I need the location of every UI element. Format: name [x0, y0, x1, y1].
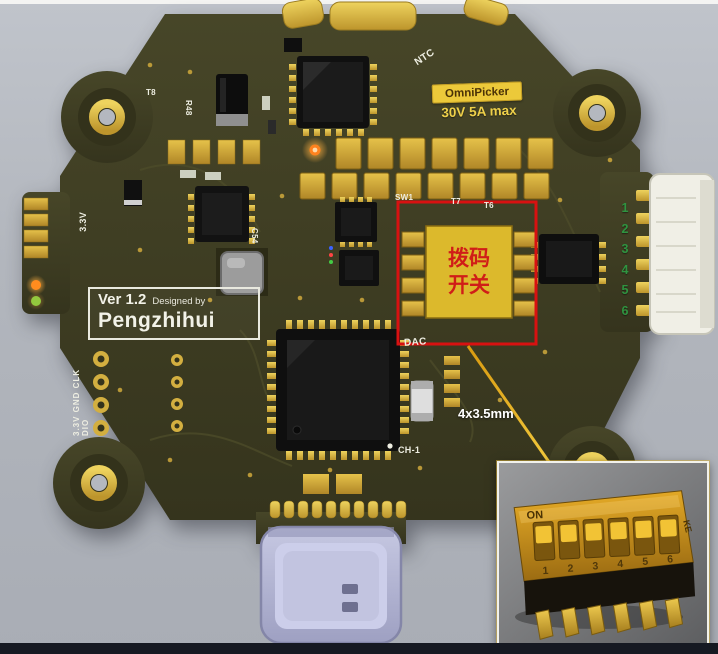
jst-pins [636, 190, 652, 316]
mounting-hole-top-right [568, 84, 626, 142]
pin-number-3: 3 [621, 242, 629, 256]
switch-front-face [524, 562, 696, 616]
usb-retention-slot [342, 602, 358, 612]
usb-retention-slot [342, 584, 358, 594]
switch-number-3: 3 [592, 560, 599, 572]
switch-number-5: 5 [642, 556, 649, 568]
switch-pins [535, 597, 684, 641]
capacitor-bank [299, 137, 554, 200]
top-left-pad-row [167, 139, 261, 165]
silkscreen-t7: T7 [451, 197, 461, 206]
mcu-side-pads [444, 356, 460, 407]
ic-u3 [335, 197, 377, 247]
switch-number-4: 4 [617, 558, 624, 570]
pin-number-6: 6 [621, 303, 629, 318]
status-led [302, 137, 328, 163]
author-name: Pengzhihui [98, 309, 215, 332]
dip-switch-annotation-box [396, 200, 538, 346]
silkscreen-dac: DAC [403, 336, 427, 349]
switch-number-6: 6 [667, 553, 674, 565]
dip-switch-inset-photo: ON 1 2 3 [497, 461, 709, 645]
on-label: ON [526, 509, 543, 522]
gold-finger-tabs [281, 0, 509, 31]
ic-u2 [188, 186, 255, 244]
tiny-indicator-leds [329, 246, 333, 264]
version-box: Ver 1.2 Designed by Pengzhihui [88, 287, 260, 340]
ic-u4 [339, 250, 379, 286]
switch-number-2: 2 [567, 563, 574, 575]
mounting-hole-bottom-left [70, 454, 128, 512]
left-tab-pads [23, 197, 49, 259]
version-line: Ver 1.2 Designed by [98, 291, 250, 308]
electrolytic-capacitor [216, 74, 248, 126]
silkscreen-r48: R48 [184, 100, 193, 116]
callout-line [466, 345, 558, 473]
silkscreen-ch1: CH-1 [398, 445, 421, 455]
silkscreen-sw1: SW1 [395, 193, 414, 202]
small-chip [284, 38, 302, 52]
ic-u1 [289, 56, 377, 136]
pin-number-2: 2 [621, 221, 629, 236]
pin-number-5: 5 [621, 283, 629, 297]
switch-numbers: 1 2 3 4 5 6 [542, 553, 674, 577]
switch-actuators [532, 514, 681, 561]
orange-led [31, 280, 41, 290]
switch-side-label: KE [681, 519, 694, 533]
crystal-oscillator [410, 380, 434, 422]
silkscreen-3v3: 3.3V [78, 212, 88, 232]
dip-switch-body: ON 1 2 3 [513, 490, 696, 641]
dip-switch-drawing: ON 1 2 3 [513, 490, 696, 641]
swd-pads [93, 351, 183, 436]
usb-top-pads [303, 474, 362, 494]
silkscreen-t6: T6 [484, 201, 494, 210]
switch-number-1: 1 [542, 565, 549, 577]
usb-c-connector [259, 525, 403, 645]
switch-gloss [518, 495, 681, 524]
silkscreen-swd-labels: 3.3V GND CLK DIO [72, 368, 90, 436]
pin-number-4: 4 [621, 262, 629, 277]
dip-label-line1: 拨码 [448, 246, 490, 270]
jst-connector [636, 173, 715, 335]
dip-label-line2: 开关 [448, 274, 490, 297]
pin-number-1: 1 [621, 201, 629, 215]
dip-switch-silkscreen-label: 拨码 开关 [426, 227, 512, 317]
green-led [31, 296, 41, 306]
version-text: Ver 1.2 [98, 291, 147, 308]
bottom-edge-strip [0, 643, 718, 654]
connector-pin-numbers: 1 2 3 4 5 6 [617, 198, 633, 321]
silkscreen-c54: C54 [250, 228, 259, 244]
bottom-castellation-pads [269, 500, 407, 519]
dimension-label: 4x3.5mm [458, 406, 514, 421]
mounting-hole-top-left [78, 88, 136, 146]
diode [124, 180, 142, 206]
brand-badge: OmniPicker [431, 81, 523, 104]
designed-by-text: Designed by [152, 296, 206, 307]
small-resistors [180, 96, 276, 180]
mcu-chip [267, 320, 409, 460]
pin1-marker-dot [387, 443, 393, 449]
ic-u5 [531, 234, 606, 284]
dip-footprint-yellow-area [425, 225, 513, 319]
status-leds-left [26, 275, 46, 310]
dip-switch-footprint [401, 225, 537, 319]
silkscreen-t8: T8 [146, 88, 156, 97]
